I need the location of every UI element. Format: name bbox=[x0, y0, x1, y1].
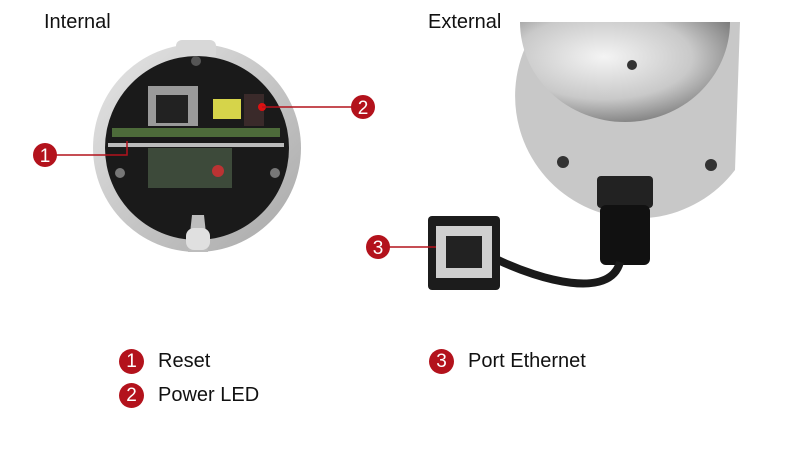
svg-text:2: 2 bbox=[358, 98, 369, 119]
callout-marker-1 bbox=[33, 143, 57, 167]
legend-item-port-ethernet: 3 Port Ethernet bbox=[429, 349, 586, 374]
internal-camera-image bbox=[93, 40, 301, 252]
callout-marker-3 bbox=[366, 235, 390, 259]
legend-label: Power LED bbox=[158, 384, 260, 406]
legend-label: Reset bbox=[158, 350, 211, 372]
external-heading: External bbox=[428, 11, 502, 33]
callout-marker-2 bbox=[351, 95, 375, 119]
callout-leaders bbox=[56, 106, 436, 248]
svg-text:1: 1 bbox=[40, 146, 51, 167]
svg-text:3: 3 bbox=[373, 238, 384, 259]
internal-heading: Internal bbox=[44, 11, 111, 33]
legend-item-reset: 1 Reset bbox=[119, 349, 210, 374]
legend-item-power-led: 2 Power LED bbox=[119, 383, 259, 408]
external-camera-image bbox=[428, 22, 740, 290]
legend-badge: 1 bbox=[119, 349, 144, 374]
legend-badge: 3 bbox=[429, 349, 454, 374]
callout-markers: 1 2 3 bbox=[33, 95, 390, 259]
legend-badge: 2 bbox=[119, 383, 144, 408]
legend-label: Port Ethernet bbox=[468, 350, 586, 372]
